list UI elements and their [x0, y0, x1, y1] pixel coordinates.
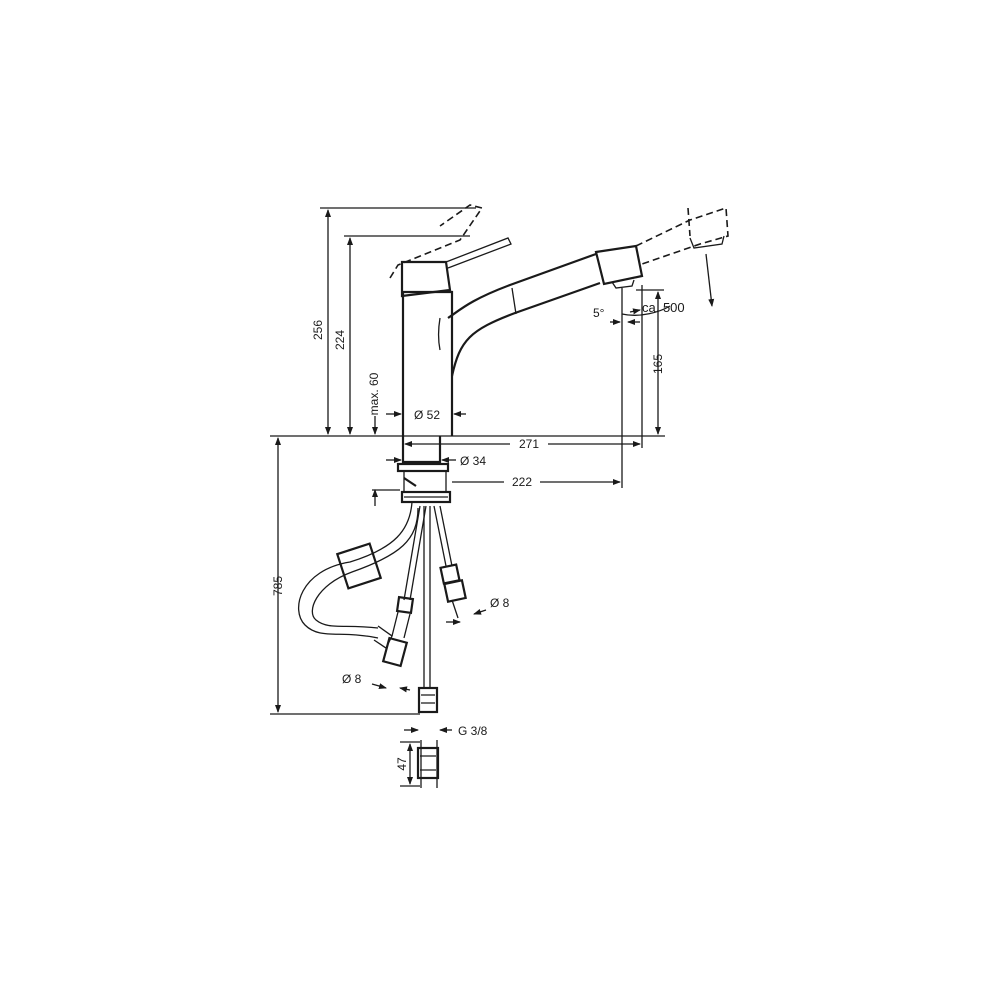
alternate-positions: [389, 204, 729, 279]
dim-47: 47: [395, 757, 409, 771]
dim-256: 256: [311, 320, 325, 340]
dim-5-degree: 5°: [593, 306, 605, 320]
shank: [396, 436, 452, 504]
dim-ca-500: ca. 500: [642, 300, 685, 315]
dim-dia-34: Ø 34: [460, 454, 486, 468]
dim-dia-8-right: Ø 8: [490, 596, 510, 610]
dim-dia-8-left: Ø 8: [342, 672, 362, 686]
dim-dia-52: Ø 52: [414, 408, 440, 422]
dimension-labels: 256 224 max. 60 Ø 52 271 Ø 34 222 165 5°…: [271, 300, 685, 771]
dim-max-60: max. 60: [367, 372, 381, 415]
hoses: [297, 501, 467, 788]
dim-g-3-8: G 3/8: [458, 724, 488, 738]
dim-165: 165: [651, 354, 665, 374]
dim-271: 271: [519, 437, 539, 451]
dim-785: 785: [271, 576, 285, 596]
dim-224: 224: [333, 330, 347, 350]
dimension-lines: [270, 207, 715, 787]
dim-222: 222: [512, 475, 532, 489]
faucet-body: [400, 237, 644, 436]
